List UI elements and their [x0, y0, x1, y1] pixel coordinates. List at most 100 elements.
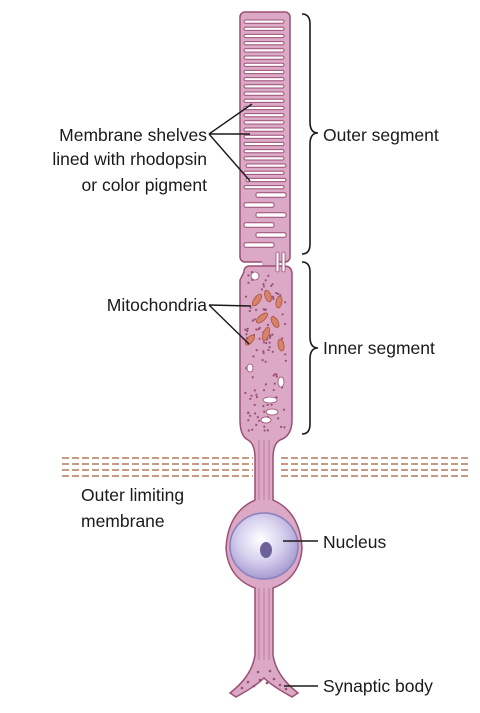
label-outer-limiting-2: membrane: [81, 511, 165, 531]
membrane-shelf: [243, 41, 285, 46]
granule: [282, 408, 285, 411]
granule: [271, 333, 274, 336]
granule: [268, 341, 271, 344]
granule: [264, 383, 267, 386]
granule: [244, 391, 247, 395]
granule: [262, 389, 266, 392]
label-outer-segment: Outer segment: [323, 125, 439, 145]
granule: [275, 375, 278, 378]
granule: [271, 283, 274, 286]
membrane-shelf: [255, 212, 287, 218]
membrane-shelf: [255, 192, 287, 198]
label-mitochondria: Mitochondria: [107, 295, 207, 315]
granule: [273, 382, 276, 385]
outer-limiting-membrane: [62, 457, 470, 477]
granule: [260, 288, 263, 291]
granule: [283, 426, 286, 429]
granule: [248, 309, 251, 313]
label-inner-segment: Inner segment: [323, 338, 435, 358]
membrane-shelves: [243, 19, 287, 248]
granule: [251, 428, 254, 431]
granule: [272, 297, 275, 301]
granule: [264, 360, 267, 363]
granule: [263, 410, 266, 413]
granule: [263, 308, 266, 311]
membrane-shelf: [243, 170, 285, 175]
vesicles: [246, 251, 286, 424]
granule: [263, 429, 266, 432]
inner-segment-granules: [244, 271, 287, 432]
granule: [247, 419, 250, 422]
synaptic-vesicles: [240, 669, 288, 691]
granule: [271, 295, 274, 298]
membrane-shelf: [243, 185, 285, 190]
membrane-shelf: [243, 149, 285, 154]
granule: [251, 376, 254, 379]
label-membrane-shelves-1: Membrane shelves: [59, 125, 207, 145]
granule: [266, 323, 270, 326]
granule: [255, 308, 258, 311]
membrane-shelf: [243, 26, 285, 31]
granule: [284, 353, 287, 356]
membrane-shelf: [243, 113, 285, 118]
membrane-shelf: [243, 120, 285, 125]
granule: [247, 281, 250, 284]
granule: [264, 279, 267, 282]
granule: [262, 351, 265, 355]
nucleolus: [260, 542, 272, 558]
granule: [261, 359, 264, 362]
granule: [262, 285, 265, 288]
granule: [250, 394, 253, 397]
granule: [255, 328, 258, 331]
granule: [274, 373, 277, 376]
granule: [257, 328, 260, 331]
granule: [244, 328, 247, 331]
granule: [249, 414, 252, 417]
granule: [277, 292, 280, 295]
granule: [275, 292, 278, 295]
label-membrane-shelves-3: or color pigment: [82, 175, 208, 195]
granule: [262, 341, 265, 344]
granule: [253, 389, 256, 392]
membrane-shelf: [243, 156, 285, 161]
membrane-shelf: [243, 105, 285, 111]
granule: [255, 349, 258, 352]
granule: [247, 429, 250, 432]
membrane-shelf: [243, 141, 285, 147]
membrane-shelf: [243, 202, 275, 208]
membrane-shelf: [243, 19, 285, 24]
granule: [265, 341, 268, 345]
granule: [258, 419, 261, 422]
granule: [284, 359, 287, 362]
granule: [255, 395, 258, 399]
granule: [277, 417, 280, 420]
membrane-shelf: [243, 134, 285, 139]
granule: [267, 348, 270, 352]
granule: [262, 405, 265, 408]
granule: [256, 416, 259, 419]
granule: [249, 306, 252, 309]
membrane-shelf: [245, 177, 287, 183]
granule: [244, 295, 248, 298]
membrane-shelf: [243, 77, 285, 82]
label-outer-limiting-1: Outer limiting: [81, 485, 184, 505]
label-nucleus: Nucleus: [323, 532, 386, 552]
membrane-shelf: [243, 222, 275, 228]
membrane-shelf: [243, 91, 285, 96]
granule: [253, 318, 256, 321]
granule: [255, 423, 258, 427]
granule: [253, 403, 256, 406]
membrane-shelf: [243, 84, 285, 89]
membrane-shelf: [243, 127, 285, 132]
granule: [258, 337, 261, 340]
membrane-shelf: [243, 48, 285, 53]
membrane-shelf: [245, 163, 287, 168]
fibrils: [258, 440, 270, 660]
granule: [269, 334, 272, 337]
granule: [262, 283, 265, 286]
granule: [275, 396, 278, 399]
granule: [253, 412, 257, 415]
membrane-shelf: [255, 232, 287, 238]
granule: [252, 355, 255, 358]
